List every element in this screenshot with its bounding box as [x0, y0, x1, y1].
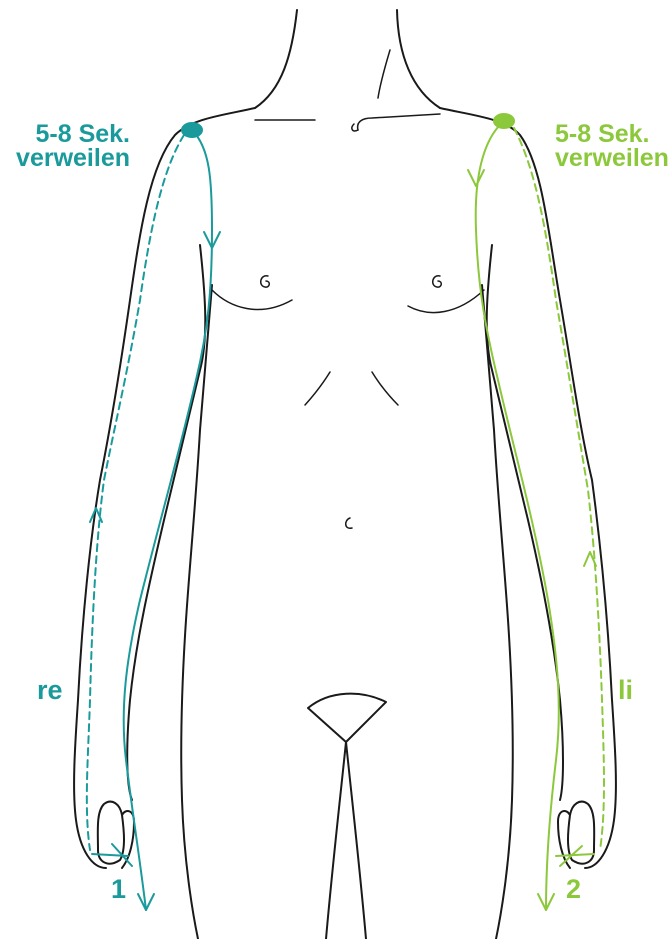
neck-left: [255, 10, 297, 108]
right-meridian-path: [87, 123, 220, 910]
left-solid-path: [476, 121, 559, 910]
nipple-left: [433, 276, 442, 287]
right-dwell-line1: 5-8 Sek.: [6, 122, 130, 146]
chest-left: [408, 290, 484, 313]
left-dashed-return-path: [514, 128, 604, 850]
body-outline: [74, 10, 616, 939]
left-step-number: 2: [566, 874, 581, 905]
leg-left-inner: [346, 742, 366, 939]
pelvis-triangle: [308, 694, 386, 742]
right-dashed-return-path: [87, 135, 184, 850]
shoulder-arm-right-outer: [74, 108, 255, 868]
collarbone-left: [358, 114, 440, 130]
right-side-label: re: [37, 675, 63, 706]
nipple-right: [261, 276, 270, 287]
ribcage-left: [372, 372, 398, 405]
leg-right-inner: [326, 742, 346, 939]
torso-left-side: [482, 285, 513, 939]
neck-tendon: [378, 50, 390, 98]
shoulder-arm-left-outer: [440, 108, 616, 868]
left-dwell-line2: verweilen: [555, 146, 668, 170]
ribcage-right: [305, 372, 330, 405]
chest-right: [212, 290, 292, 309]
right-solid-path: [124, 130, 212, 910]
hand-left: [558, 802, 594, 868]
right-step-number: 1: [111, 874, 126, 905]
body-details: [212, 50, 484, 528]
neck-right: [397, 10, 440, 108]
left-meridian-path: [468, 114, 604, 910]
right-dwell-line2: verweilen: [6, 146, 130, 170]
navel: [346, 518, 352, 528]
hand-right: [98, 802, 134, 868]
left-arrow-down-upper: [468, 170, 484, 186]
left-dwell-line1: 5-8 Sek.: [555, 122, 668, 146]
right-dwell-label: 5-8 Sek. verweilen: [6, 122, 130, 170]
arm-left-inner: [487, 245, 563, 800]
left-dwell-label: 5-8 Sek. verweilen: [555, 122, 668, 170]
left-crossing-stroke: [556, 854, 594, 856]
left-side-label: li: [618, 675, 633, 706]
